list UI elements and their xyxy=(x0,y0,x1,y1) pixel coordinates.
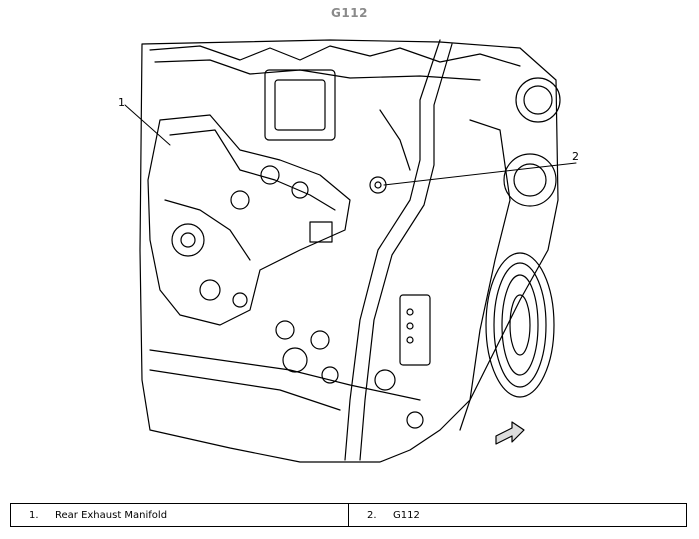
legend-table: 1. Rear Exhaust Manifold 2. G112 xyxy=(10,503,687,527)
legend-number: 2. xyxy=(367,509,377,521)
bracket xyxy=(399,294,431,366)
engine-illustration: 1 2 xyxy=(118,39,579,463)
legend-number: 1. xyxy=(29,509,39,521)
engine-block-outline xyxy=(139,39,559,463)
upper-pulley xyxy=(515,77,561,123)
rear-exhaust-manifold xyxy=(147,114,351,326)
middle-pulley xyxy=(503,153,557,207)
callout-1-leader xyxy=(124,104,171,146)
callout-1-label: 1 xyxy=(118,96,125,109)
front-direction-arrow xyxy=(495,421,525,445)
legend-label: Rear Exhaust Manifold xyxy=(55,509,168,521)
legend-label: G112 xyxy=(393,509,420,521)
coolant-hose xyxy=(344,39,441,461)
callout-2-label: 2 xyxy=(572,150,579,163)
intake-runners xyxy=(149,45,521,67)
crankshaft-pulley xyxy=(485,252,555,398)
legend-item-1: 1. Rear Exhaust Manifold xyxy=(11,504,348,526)
legend-item-2: 2. G112 xyxy=(348,504,686,526)
callout-2-leader xyxy=(383,162,577,186)
figure-title: G112 xyxy=(331,6,368,20)
